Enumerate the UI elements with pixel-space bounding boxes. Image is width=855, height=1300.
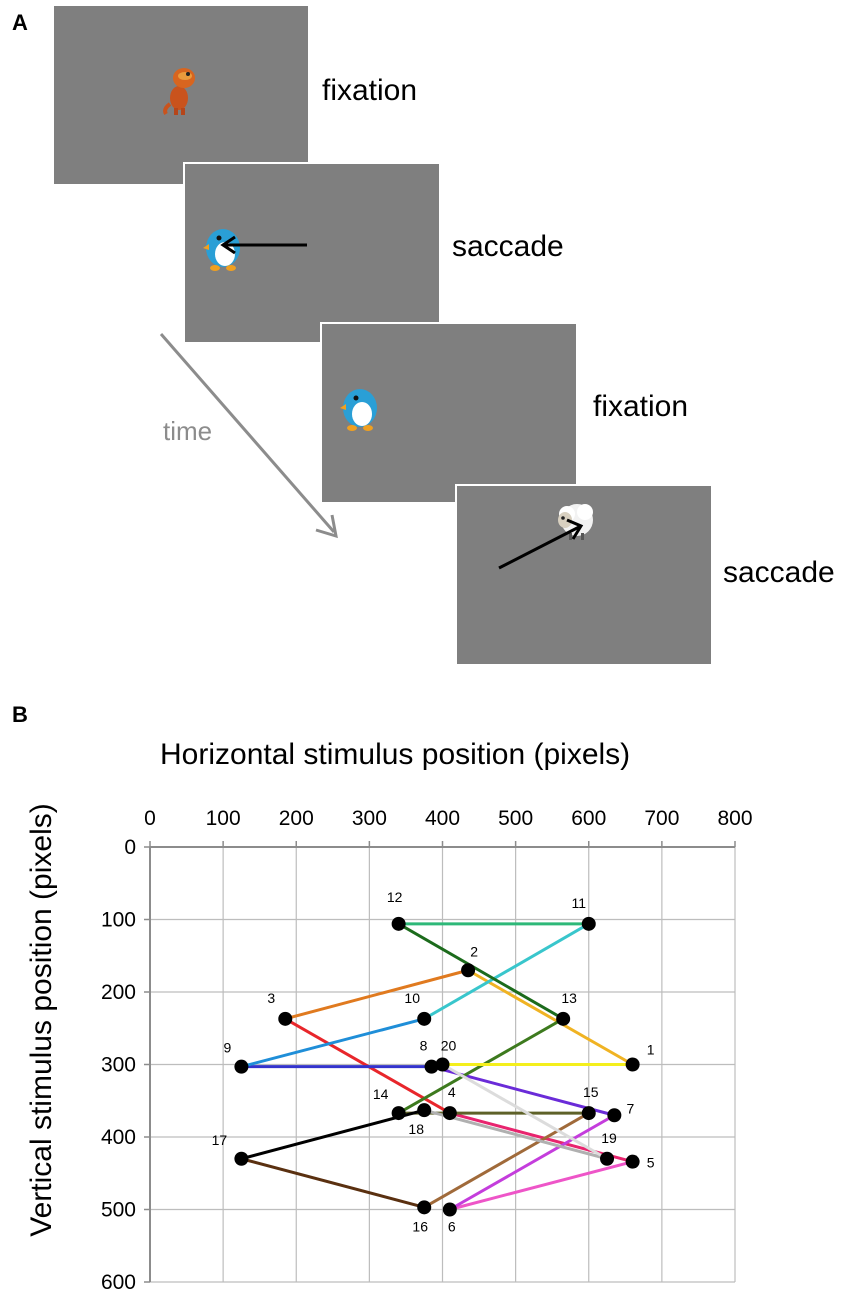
point-11	[581, 916, 596, 931]
point-7	[607, 1108, 622, 1123]
point-label-10: 10	[404, 990, 420, 1006]
segment-10-11	[423, 922, 590, 1021]
caption-saccade-1: saccade	[452, 230, 564, 263]
penguin-icon	[340, 389, 377, 431]
point-label-1: 1	[647, 1042, 655, 1058]
x-tick-label: 600	[571, 807, 606, 830]
x-tick-label: 700	[644, 807, 679, 830]
point-label-11: 11	[571, 895, 586, 911]
point-3	[278, 1011, 293, 1026]
saccade-screen-1	[183, 162, 441, 344]
point-label-20: 20	[441, 1038, 457, 1054]
segment-12-13	[397, 922, 564, 1021]
axes: 0 100 200 300 400 500 600 700 800 0 100 200 300 400 50…	[101, 807, 753, 1294]
time-arrow	[159, 333, 338, 539]
point-label-18: 18	[408, 1121, 424, 1137]
point-14	[391, 1106, 406, 1121]
y-tick-label: 0	[124, 836, 136, 859]
point-label-2: 2	[470, 943, 478, 959]
y-tick-label: 200	[101, 981, 136, 1004]
caption-fixation-2: fixation	[593, 390, 689, 423]
y-tick-label: 100	[101, 909, 136, 932]
saccade-screen-2	[455, 484, 713, 666]
point-label-12: 12	[387, 889, 403, 905]
point-10	[417, 1011, 432, 1026]
saccade-arrow-left	[220, 235, 307, 255]
point-5	[625, 1154, 640, 1169]
point-19	[600, 1151, 615, 1166]
point-label-15: 15	[583, 1084, 599, 1100]
x-tick-label: 200	[279, 807, 314, 830]
point-label-5: 5	[647, 1155, 655, 1171]
point-label-6: 6	[448, 1219, 456, 1235]
segment-6-7	[449, 1113, 616, 1211]
x-tick-label: 500	[498, 807, 533, 830]
point-label-8: 8	[420, 1038, 428, 1054]
point-13	[556, 1011, 571, 1026]
y-tick-label: 300	[101, 1054, 136, 1077]
x-tick-label: 100	[206, 807, 241, 830]
fixation-screen-1	[52, 4, 310, 186]
y-tick-label: 600	[101, 1271, 136, 1294]
fixation-screen-2	[320, 322, 578, 504]
point-17	[234, 1151, 249, 1166]
stimulus-points	[234, 916, 640, 1217]
x-tick-label: 300	[352, 807, 387, 830]
point-label-9: 9	[224, 1040, 232, 1056]
saccade-arrow-up-right	[498, 518, 584, 570]
panel-a-label: A	[12, 10, 28, 35]
segment-1-2	[467, 968, 634, 1066]
point-18	[417, 1103, 432, 1118]
segment-9-10	[241, 1017, 425, 1069]
point-20	[435, 1057, 450, 1072]
x-tick-label: 800	[717, 807, 752, 830]
segment-5-6	[449, 1160, 634, 1211]
point-16	[417, 1200, 432, 1215]
time-label: time	[163, 416, 213, 446]
segment-19-20	[441, 1063, 608, 1161]
segment-2-3	[284, 968, 469, 1021]
segment-15-16	[423, 1111, 590, 1209]
point-1	[625, 1057, 640, 1072]
x-axis-title: Horizontal stimulus position (pixels)	[160, 738, 631, 771]
point-label-17: 17	[212, 1132, 228, 1148]
point-label-7: 7	[626, 1100, 634, 1116]
point-2	[461, 963, 476, 978]
point-12	[391, 916, 406, 931]
path-segments	[241, 922, 634, 1211]
segment-16-17	[241, 1157, 425, 1209]
point-4	[442, 1106, 457, 1121]
y-tick-label: 400	[101, 1126, 136, 1149]
point-label-4: 4	[448, 1084, 456, 1100]
panel-b-label: B	[12, 702, 28, 727]
segment-18-19	[423, 1108, 608, 1161]
point-6	[442, 1202, 457, 1217]
point-label-16: 16	[412, 1218, 428, 1234]
caption-fixation-1: fixation	[322, 74, 418, 107]
point-label-13: 13	[561, 990, 577, 1006]
sheep-icon	[558, 504, 593, 540]
point-label-14: 14	[373, 1086, 389, 1102]
point-8	[424, 1059, 439, 1074]
point-label-3: 3	[267, 990, 275, 1006]
caption-saccade-2: saccade	[723, 556, 835, 589]
x-tick-label: 0	[144, 807, 156, 830]
point-15	[581, 1106, 596, 1121]
x-tick-label: 400	[425, 807, 460, 830]
segment-17-18	[241, 1108, 425, 1161]
point-9	[234, 1059, 249, 1074]
dinosaur-icon	[163, 68, 195, 116]
point-label-19: 19	[601, 1130, 617, 1146]
y-tick-label: 500	[101, 1199, 136, 1222]
segment-4-5	[449, 1111, 634, 1164]
